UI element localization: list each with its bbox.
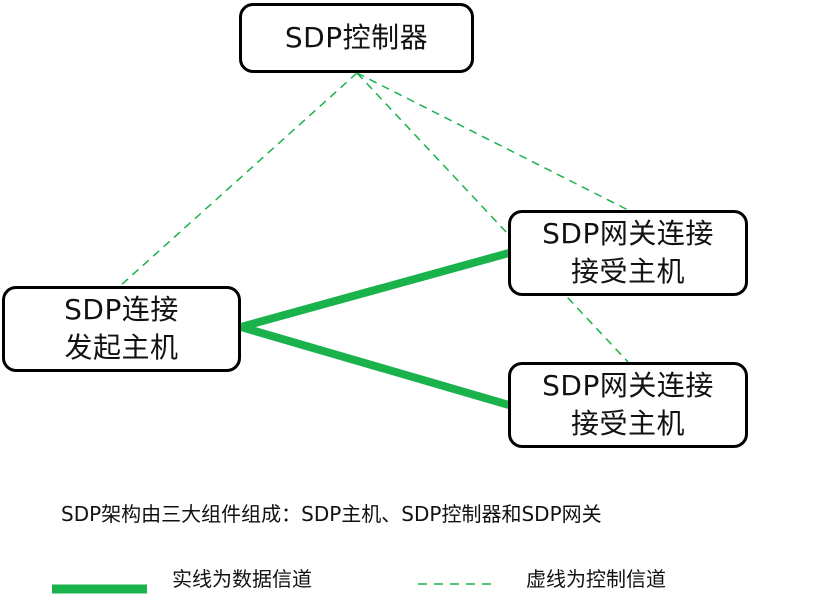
data-channel-initiator-gateway-2 xyxy=(239,323,511,409)
legend-data-channel-label: 实线为数据信道 xyxy=(172,567,312,591)
sdp-gateway-2-label-line-2: 接受主机 xyxy=(570,407,685,440)
sdp-gateway-1-label-line-2: 接受主机 xyxy=(570,255,685,288)
control-channel-controller-gateway-2 xyxy=(356,72,629,363)
data-channel-initiator-gateway-1 xyxy=(239,249,511,331)
sdp-initiating-host-label-line-1: SDP连接 xyxy=(64,293,179,326)
sdp-controller-node: SDP控制器 xyxy=(239,3,474,73)
sdp-initiating-host-node: SDP连接 发起主机 xyxy=(2,286,241,372)
sdp-gateway-node-1: SDP网关连接 接受主机 xyxy=(508,210,748,296)
legend-control-channel-label: 虚线为控制信道 xyxy=(526,567,666,591)
sdp-initiating-host-label-line-2: 发起主机 xyxy=(64,331,179,364)
sdp-gateway-2-label-line-1: SDP网关连接 xyxy=(542,369,714,402)
control-channel-controller-gateway-1 xyxy=(356,72,629,211)
sdp-controller-label: SDP控制器 xyxy=(284,21,429,54)
diagram-caption: SDP架构由三大组件组成：SDP主机、SDP控制器和SDP网关 xyxy=(61,502,602,526)
sdp-gateway-1-label-line-1: SDP网关连接 xyxy=(542,217,714,250)
sdp-gateway-node-2: SDP网关连接 接受主机 xyxy=(508,362,748,448)
control-channel-controller-initiator xyxy=(119,72,358,287)
